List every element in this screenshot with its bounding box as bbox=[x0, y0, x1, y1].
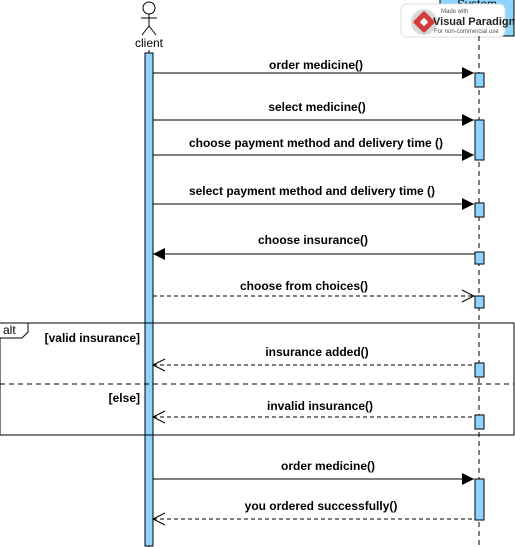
message-label: select payment method and delivery time … bbox=[189, 184, 435, 198]
message-label: select medicine() bbox=[268, 100, 365, 114]
watermark-brand: Visual Paradigm bbox=[433, 16, 515, 28]
message-label: choose from choices() bbox=[240, 279, 368, 293]
system-activation-bar[interactable] bbox=[474, 119, 485, 161]
system-activation-bar[interactable] bbox=[474, 202, 485, 218]
message-label: choose insurance() bbox=[258, 233, 368, 247]
client-participant-label: client bbox=[135, 36, 164, 50]
message-5[interactable]: choose insurance() bbox=[153, 233, 475, 260]
fragment-guard-else: [else] bbox=[109, 391, 140, 405]
message-6[interactable]: choose from choices() bbox=[153, 279, 476, 303]
message-label: you ordered successfully() bbox=[245, 499, 398, 513]
message-2[interactable]: select medicine() bbox=[153, 100, 474, 126]
message-4[interactable]: select payment method and delivery time … bbox=[153, 184, 474, 210]
fragment-guard-valid-insurance: [valid insurance] bbox=[45, 331, 140, 345]
alt-fragment[interactable] bbox=[0, 322, 515, 436]
system-activation-bar[interactable] bbox=[474, 72, 485, 88]
system-activation-bar[interactable] bbox=[474, 478, 485, 521]
visual-paradigm-watermark: Made with Visual Paradigm For non-commer… bbox=[400, 3, 515, 38]
message-1[interactable]: order medicine() bbox=[153, 58, 474, 79]
client-activation-bar[interactable] bbox=[144, 52, 154, 547]
message-label: order medicine() bbox=[269, 58, 363, 72]
system-activation-bar[interactable] bbox=[474, 414, 485, 430]
client-actor-icon[interactable] bbox=[141, 1, 157, 36]
message-7[interactable]: insurance added() bbox=[151, 345, 475, 372]
message-label: choose payment method and delivery time … bbox=[189, 136, 443, 150]
watermark-note: For non-commercial use bbox=[434, 29, 499, 35]
message-8[interactable]: invalid insurance() bbox=[151, 399, 475, 424]
fragment-operator-label: alt bbox=[3, 323, 16, 337]
system-activation-bar[interactable] bbox=[474, 362, 485, 378]
message-9[interactable]: order medicine() bbox=[153, 459, 474, 485]
message-label: order medicine() bbox=[281, 459, 375, 473]
watermark-made-with: Made with bbox=[441, 9, 468, 15]
message-3[interactable]: choose payment method and delivery time … bbox=[153, 136, 474, 161]
system-activation-bar[interactable] bbox=[474, 251, 485, 265]
message-label: invalid insurance() bbox=[267, 399, 373, 413]
message-label: insurance added() bbox=[265, 345, 368, 359]
system-activation-bar[interactable] bbox=[474, 295, 485, 309]
visual-paradigm-logo-icon bbox=[411, 9, 437, 35]
message-10[interactable]: you ordered successfully() bbox=[151, 499, 475, 526]
